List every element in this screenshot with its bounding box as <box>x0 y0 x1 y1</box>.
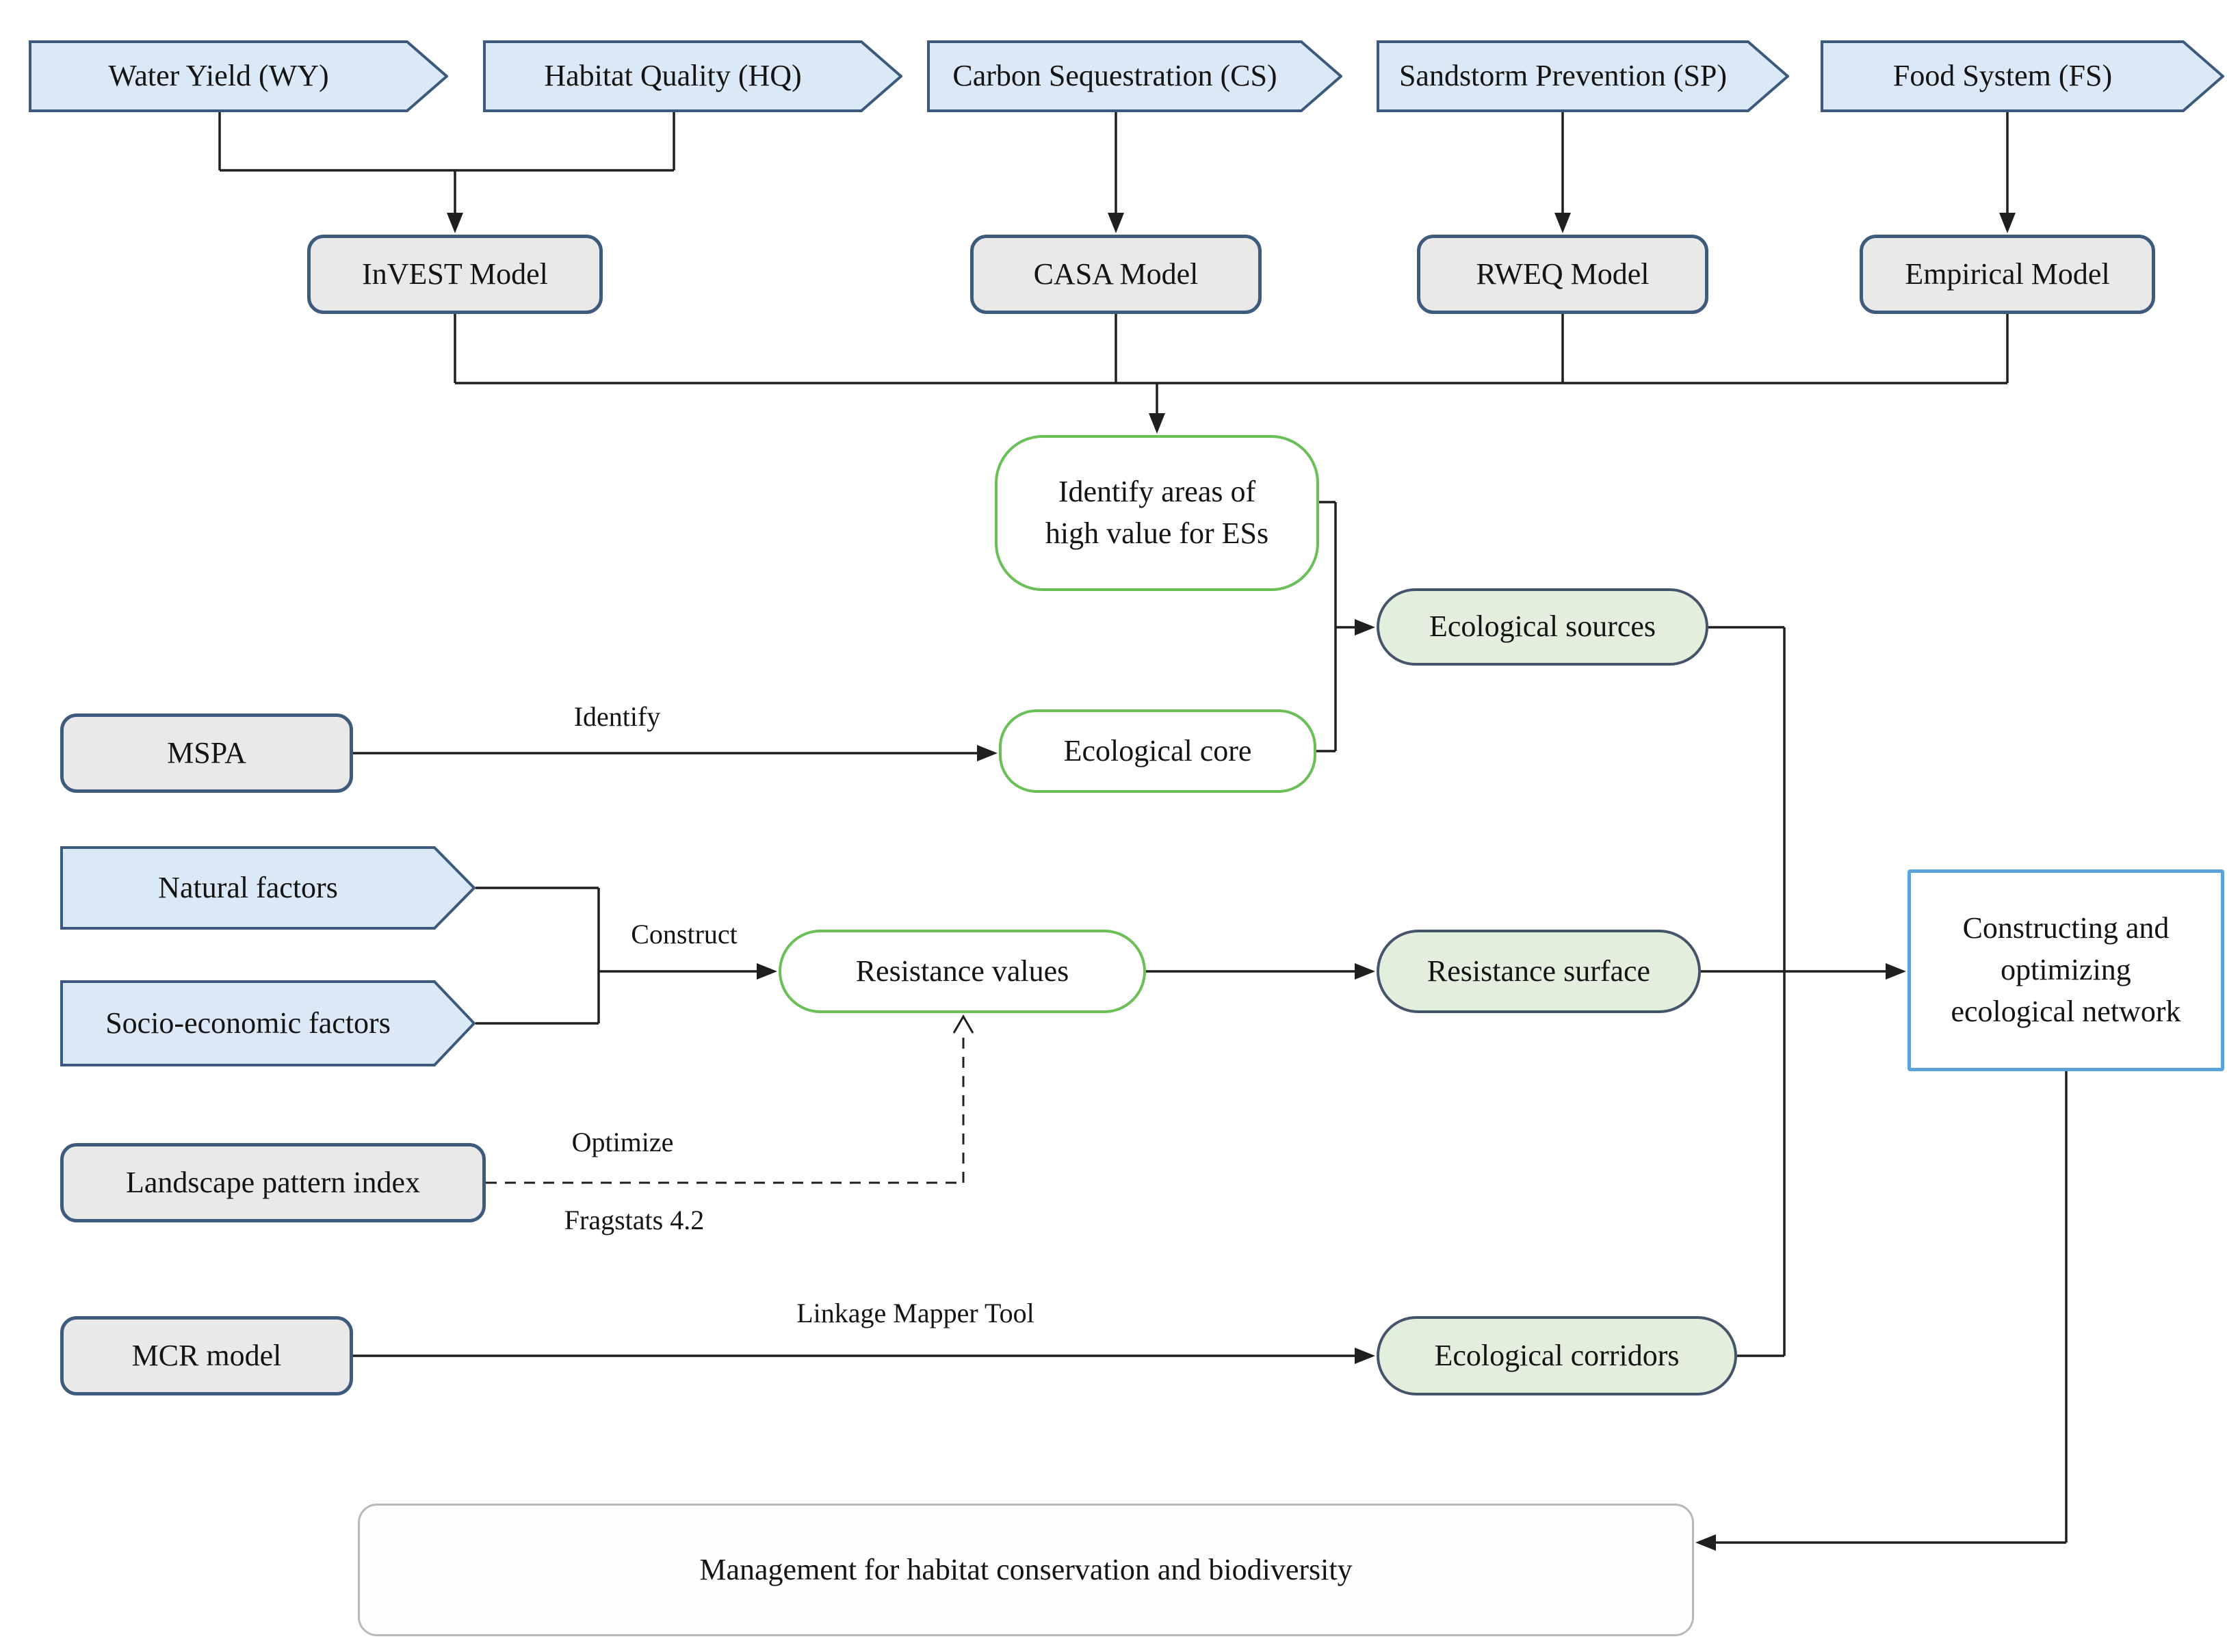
node-water-yield: Water Yield (WY) <box>29 40 448 112</box>
arrow-shape <box>483 40 902 112</box>
node-label: Management for habitat conservation and … <box>699 1552 1353 1586</box>
dashed-edges <box>486 1034 965 1184</box>
node-ecological-sources: Ecological sources <box>1377 588 1708 666</box>
node-carbon-sequestration: Carbon Sequestration (CS) <box>927 40 1342 112</box>
node-sandstorm-prevention: Sandstorm Prevention (SP) <box>1377 40 1789 112</box>
node-resistance-values: Resistance values <box>779 930 1146 1013</box>
edge-label-optimize: Optimize <box>571 1127 674 1157</box>
node-natural-factors: Natural factors <box>60 846 476 930</box>
node-management: Management for habitat conservation and … <box>358 1504 1694 1636</box>
node-label: Identify areas of high value for ESs <box>1045 475 1269 550</box>
node-ecological-corridors: Ecological corridors <box>1377 1316 1737 1395</box>
arrow-shape <box>927 40 1342 112</box>
node-habitat-quality: Habitat Quality (HQ) <box>483 40 902 112</box>
node-label: MSPA <box>167 735 246 770</box>
node-food-system: Food System (FS) <box>1821 40 2224 112</box>
node-casa-model: CASA Model <box>970 235 1262 314</box>
node-empirical-model: Empirical Model <box>1860 235 2155 314</box>
node-ecological-core: Ecological core <box>999 709 1316 793</box>
edge-label-identify: Identify <box>573 701 661 732</box>
node-label: MCR model <box>131 1338 282 1372</box>
edge-label-construct: Construct <box>631 919 738 949</box>
node-socio-economic-factors: Socio-economic factors <box>60 980 476 1066</box>
node-label: Habitat Quality (HQ) <box>544 59 802 93</box>
node-label: InVEST Model <box>362 257 548 291</box>
node-invest-model: InVEST Model <box>307 235 603 314</box>
arrow-shape <box>1821 40 2224 112</box>
node-mspa: MSPA <box>60 713 353 793</box>
arrow-shape <box>60 980 476 1066</box>
edge-label-fragstats: Fragstats 4.2 <box>564 1205 705 1235</box>
node-label: Constructing and optimizing ecological n… <box>1951 911 2181 1028</box>
node-label: Carbon Sequestration (CS) <box>952 59 1277 93</box>
node-label: Ecological sources <box>1429 609 1656 644</box>
node-label: CASA Model <box>1033 257 1199 291</box>
plain-edges <box>218 112 2068 1543</box>
node-resistance-surface: Resistance surface <box>1377 930 1701 1013</box>
node-identify-areas: Identify areas of high value for ESs <box>995 435 1319 591</box>
arrow-edges <box>353 112 2066 1551</box>
node-label: Sandstorm Prevention (SP) <box>1398 59 1728 93</box>
dashed-open-arrowhead <box>952 1014 974 1034</box>
node-label: Ecological core <box>1063 733 1252 768</box>
edge-label-linkage-mapper: Linkage Mapper Tool <box>796 1298 1034 1328</box>
node-label: Resistance values <box>855 954 1069 988</box>
arrow-shape <box>29 40 448 112</box>
node-label: Water Yield (WY) <box>108 59 329 93</box>
node-label: Socio-economic factors <box>105 1006 391 1040</box>
node-label: Resistance surface <box>1427 954 1651 988</box>
arrow-shape <box>1377 40 1789 112</box>
node-label: Landscape pattern index <box>125 1165 421 1199</box>
node-label: Empirical Model <box>1905 257 2110 291</box>
node-rweq-model: RWEQ Model <box>1417 235 1708 314</box>
node-label: RWEQ Model <box>1476 257 1650 291</box>
node-constructing-network: Constructing and optimizing ecological n… <box>1907 869 2224 1071</box>
node-label: Food System (FS) <box>1892 59 2113 93</box>
node-landscape-pattern-index: Landscape pattern index <box>60 1143 486 1222</box>
node-mcr-model: MCR model <box>60 1316 353 1395</box>
node-label: Ecological corridors <box>1434 1338 1680 1372</box>
node-label: Natural factors <box>158 870 338 904</box>
arrow-shape <box>60 846 476 930</box>
